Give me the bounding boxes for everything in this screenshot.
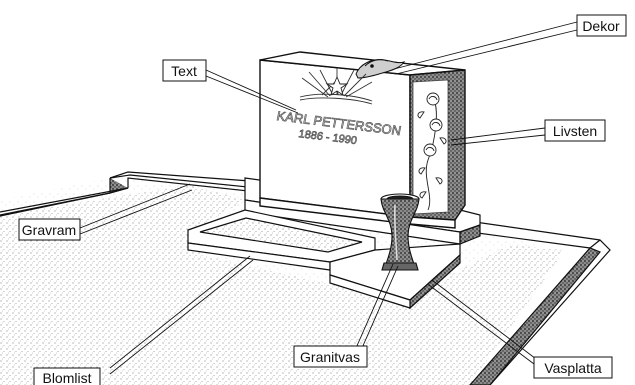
label-blomlist-text: Blomlist [42, 370, 91, 385]
label-text: Text [163, 60, 206, 81]
label-granitvas: Granitvas [294, 346, 367, 367]
label-livsten-text: Livsten [553, 123, 597, 139]
label-text-text: Text [171, 63, 197, 79]
label-gravram-text: Gravram [22, 222, 76, 238]
label-granitvas-text: Granitvas [300, 349, 360, 365]
label-livsten: Livsten [545, 120, 605, 141]
label-dekor: Dekor [577, 15, 626, 36]
label-vasplatta-text: Vasplatta [544, 360, 602, 376]
label-vasplatta: Vasplatta [534, 357, 612, 378]
label-dekor-text: Dekor [582, 18, 620, 34]
label-blomlist: Blomlist [34, 368, 100, 385]
label-gravram: Gravram [19, 219, 80, 240]
